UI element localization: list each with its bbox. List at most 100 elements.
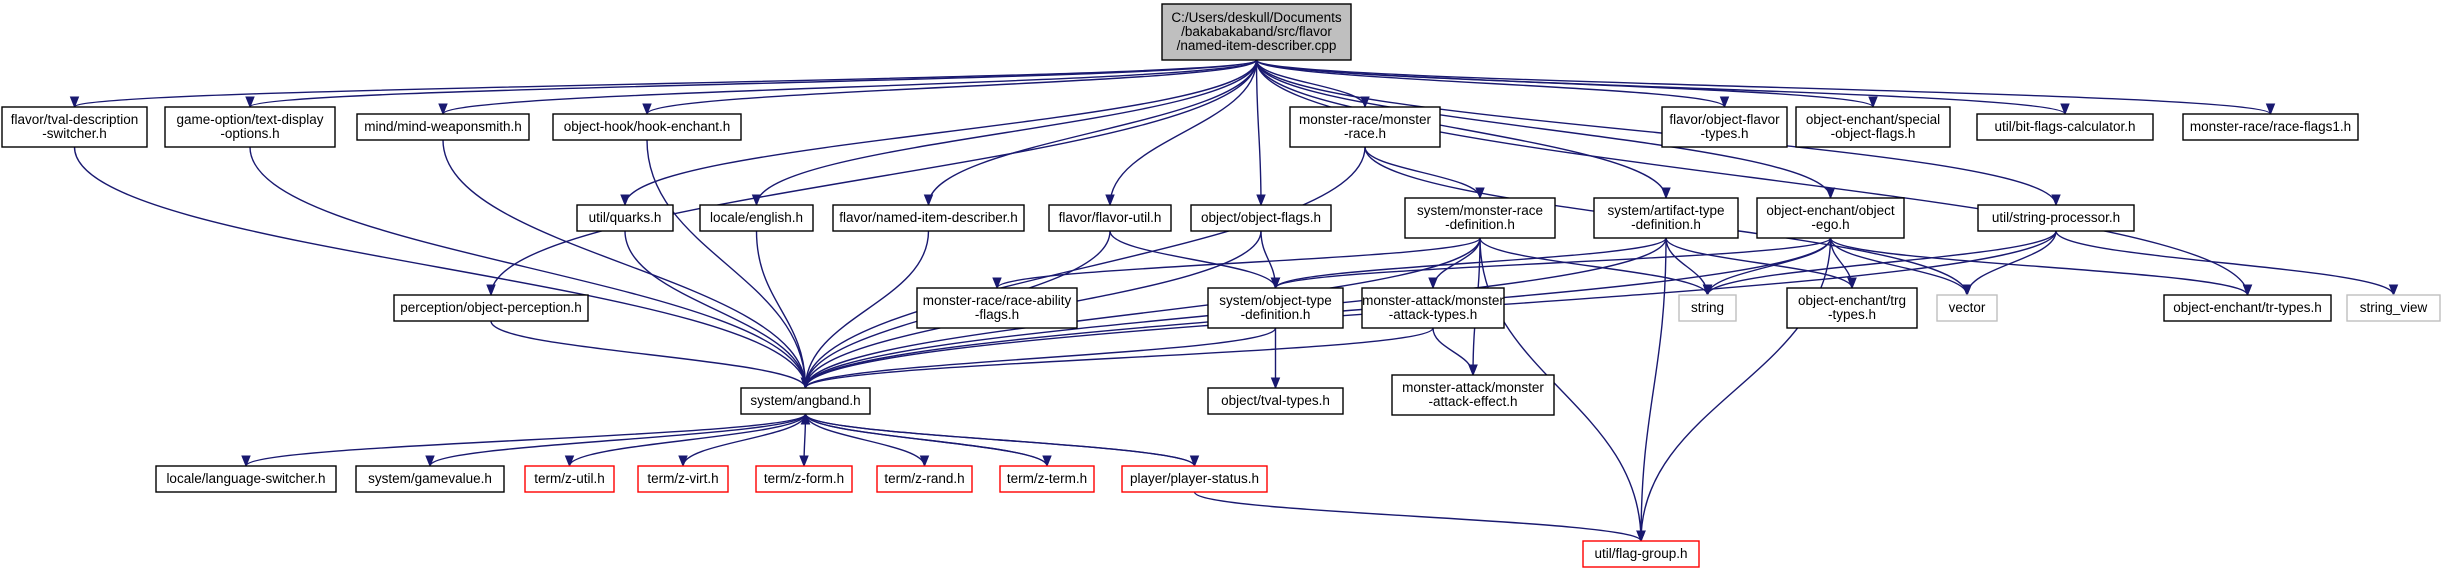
edge-line <box>1255 59 2066 115</box>
edge-arrowhead <box>1270 277 1281 290</box>
node-flavor-types[interactable]: flavor/object-flavor-types.h <box>1661 106 1788 148</box>
node-box <box>552 113 742 141</box>
node-z-term[interactable]: term/z-term.h <box>999 465 1095 493</box>
node-weaponsmith[interactable]: mind/mind-weaponsmith.h <box>356 113 530 141</box>
node-attack-types[interactable]: monster-attack/monster-attack-types.h <box>1361 287 1505 329</box>
node-hook-enchant[interactable]: object-hook/hook-enchant.h <box>552 113 742 141</box>
edge-ego-to-flag_group <box>1636 237 1832 543</box>
node-angband[interactable]: system/angband.h <box>740 387 871 415</box>
node-tval-types[interactable]: object/tval-types.h <box>1207 387 1344 415</box>
node-box <box>155 465 337 493</box>
edge-line <box>1665 237 1853 289</box>
node-string-view[interactable]: string_view <box>2346 294 2441 322</box>
node-named-h[interactable]: flavor/named-item-describer.h <box>832 204 1025 232</box>
node-vector[interactable]: vector <box>1936 294 1998 322</box>
node-label: monster-attack/monster <box>1362 293 1504 308</box>
edge-line <box>1364 146 1481 199</box>
node-label: monster-race/race-ability <box>923 293 1072 308</box>
node-root[interactable]: C:/Users/deskull/Documents/bakabakaband/… <box>1161 3 1352 61</box>
node-flavor-util[interactable]: flavor/flavor-util.h <box>1048 204 1172 232</box>
node-label: object-enchant/tr-types.h <box>2173 300 2322 315</box>
edge-arrowhead <box>1719 96 1730 109</box>
node-tr-types[interactable]: object-enchant/tr-types.h <box>2163 294 2332 322</box>
node-label: flavor/flavor-util.h <box>1059 210 1162 225</box>
edge-arrowhead <box>1042 455 1052 468</box>
node-lang-switcher[interactable]: locale/language-switcher.h <box>155 465 337 493</box>
edge-line <box>646 139 807 389</box>
node-ego[interactable]: object-enchant/object-ego.h <box>1756 197 1905 239</box>
node-artifact-def[interactable]: system/artifact-type-definition.h <box>1593 197 1739 239</box>
node-box <box>356 113 530 141</box>
edge-line <box>73 146 807 389</box>
node-box <box>740 387 871 415</box>
node-z-rand[interactable]: term/z-rand.h <box>876 465 973 493</box>
node-box <box>637 465 729 493</box>
edge-player_status-to-angband <box>800 412 1196 467</box>
edge-root-to-flavor_types <box>1255 59 1730 109</box>
node-gamevalue[interactable]: system/gamevalue.h <box>355 465 505 493</box>
node-label: term/z-virt.h <box>647 471 718 486</box>
node-label: -attack-effect.h <box>1428 394 1517 409</box>
node-obj-type-def[interactable]: system/object-type-definition.h <box>1207 287 1344 329</box>
node-box <box>1786 287 1918 329</box>
node-label: flavor/object-flavor <box>1669 112 1780 127</box>
edge-line <box>682 413 807 467</box>
edge-monster_race-to-angband <box>800 146 1366 390</box>
node-perception[interactable]: perception/object-perception.h <box>393 294 589 322</box>
edge-arrowhead <box>2051 194 2061 207</box>
node-quarks[interactable]: util/quarks.h <box>576 204 674 232</box>
node-race-flags1[interactable]: monster-race/race-flags1.h <box>2182 113 2359 141</box>
node-mr-def[interactable]: system/monster-race-definition.h <box>1404 197 1556 239</box>
node-box <box>1048 204 1172 232</box>
edge-root-to-quarks <box>620 59 1258 207</box>
edge-root-to-race_flags1 <box>1255 59 2276 116</box>
edge-arrowhead <box>425 455 435 468</box>
node-player-status[interactable]: player/player-status.h <box>1121 465 1268 493</box>
edge-line <box>249 146 807 389</box>
edge-arrowhead <box>1270 377 1281 390</box>
node-race-ability[interactable]: monster-race/race-ability-flags.h <box>916 287 1078 329</box>
edge-arrowhead <box>2242 284 2253 297</box>
node-box <box>1121 465 1268 493</box>
node-box <box>999 465 1095 493</box>
node-text-display[interactable]: game-option/text-display-options.h <box>164 106 336 148</box>
edge-line <box>804 237 1481 389</box>
node-z-virt[interactable]: term/z-virt.h <box>637 465 729 493</box>
node-label: util/bit-flags-calculator.h <box>1994 119 2135 134</box>
edge-line <box>249 59 1258 108</box>
node-monster-race[interactable]: monster-race/monster-race.h <box>1289 106 1441 148</box>
edge-line <box>804 413 1196 467</box>
node-label: mind/mind-weaponsmith.h <box>364 119 522 134</box>
edge-root-to-object_flags <box>1255 59 1266 207</box>
nodes-layer: C:/Users/deskull/Documents/bakabakaband/… <box>1 3 2441 568</box>
edge-root-to-perception <box>486 59 1258 297</box>
edge-line <box>1109 59 1258 206</box>
node-trg-types[interactable]: object-enchant/trg-types.h <box>1786 287 1918 329</box>
node-object-flags[interactable]: object/object-flags.h <box>1190 204 1332 232</box>
node-bitflags[interactable]: util/bit-flags-calculator.h <box>1976 113 2154 141</box>
node-label: locale/english.h <box>710 210 803 225</box>
edge-line <box>1274 237 1667 289</box>
edge-root-to-tval_switcher <box>69 59 1258 109</box>
node-string-processor[interactable]: util/string-processor.h <box>1977 204 2135 232</box>
node-label: term/z-form.h <box>764 471 844 486</box>
edge-line <box>755 230 807 389</box>
node-label: -definition.h <box>1241 307 1311 322</box>
node-attack-effect[interactable]: monster-attack/monster-attack-effect.h <box>1391 374 1555 416</box>
edge-string_processor-to-string_view <box>2055 230 2399 297</box>
edge-arrowhead <box>1661 187 1671 200</box>
edge-line <box>646 59 1258 115</box>
node-label: util/flag-group.h <box>1594 546 1687 561</box>
node-box <box>1207 387 1344 415</box>
edge-root-to-hook_enchant <box>642 59 1258 116</box>
node-z-util[interactable]: term/z-util.h <box>524 465 615 493</box>
node-label: monster-race/race-flags1.h <box>2190 119 2351 134</box>
node-box <box>1289 106 1441 148</box>
node-english[interactable]: locale/english.h <box>699 204 814 232</box>
node-string[interactable]: string <box>1678 294 1737 322</box>
node-flag-group[interactable]: util/flag-group.h <box>1582 540 1700 568</box>
node-special-flags[interactable]: object-enchant/special-object-flags.h <box>1795 106 1951 148</box>
node-tval-switcher[interactable]: flavor/tval-description-switcher.h <box>1 106 148 148</box>
node-z-form[interactable]: term/z-form.h <box>755 465 853 493</box>
